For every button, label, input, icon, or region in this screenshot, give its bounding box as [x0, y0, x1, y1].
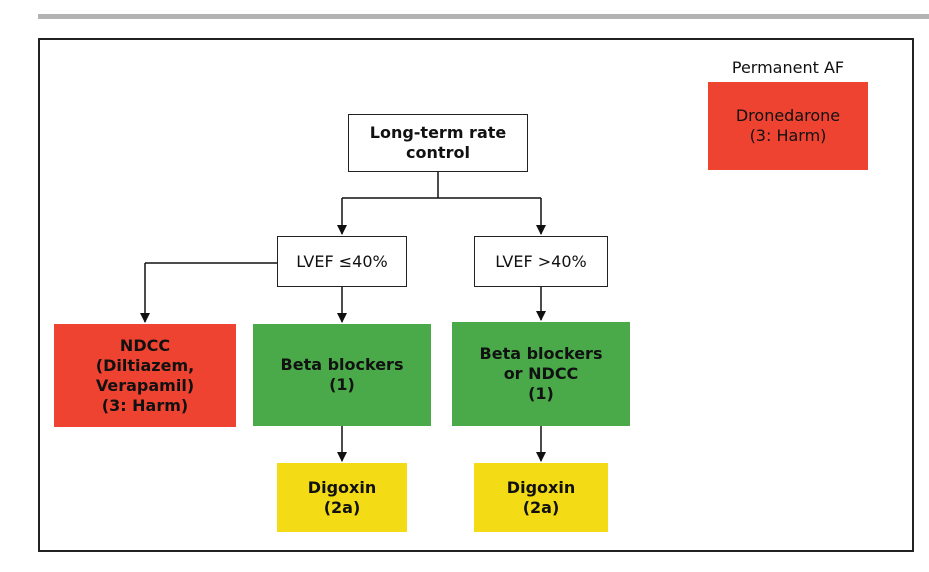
permanent-af-caption: Permanent AF [731, 58, 845, 77]
long-term-rate-control-box: Long-term rate control [348, 114, 528, 172]
ndcc-harm-box: NDCC (Diltiazem, Verapamil) (3: Harm) [54, 324, 236, 427]
lvef-low-box: LVEF ≤40% [277, 236, 407, 287]
digoxin-left-box: Digoxin (2a) [277, 463, 407, 532]
diagram-frame [38, 38, 914, 552]
digoxin-right-box: Digoxin (2a) [474, 463, 608, 532]
lvef-high-box: LVEF >40% [474, 236, 608, 287]
dronedarone-harm-box: Dronedarone (3: Harm) [708, 82, 868, 170]
beta-or-ndcc-box: Beta blockers or NDCC (1) [452, 322, 630, 426]
beta-blockers-box: Beta blockers (1) [253, 324, 431, 426]
top-divider-bar [38, 14, 929, 19]
